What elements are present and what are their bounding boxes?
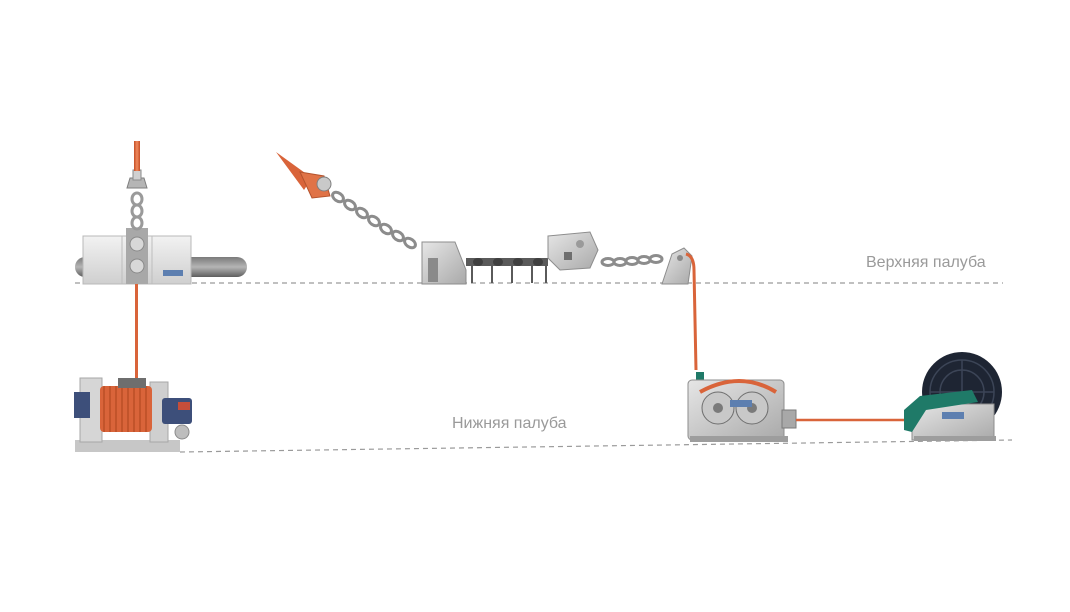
left-winch [74,377,192,452]
chain-stopper [547,231,599,271]
chain-windlass [421,241,548,285]
chain-rail [466,258,548,266]
horizontal-chain [600,254,664,267]
guide-roller [661,247,698,371]
winch-drum [100,386,152,432]
left-hoist [75,141,247,384]
reel-green-guard [904,390,978,432]
upper-deck-label: Верхняя палуба [866,254,986,271]
label-plate [942,412,964,419]
lower-deck-label: Нижняя палуба [452,415,567,432]
hoist-hook [126,177,148,189]
hoist-chain [130,191,144,231]
winch-drum-rope [699,379,778,394]
winch-motor [74,392,90,418]
storage-reel [904,352,1002,441]
lower-winch [687,372,908,442]
roller-rope [685,252,698,371]
label-plate [730,400,752,407]
hoist-rope-down [135,284,138,384]
diagonal-chain [331,190,417,250]
anchor-cone [276,152,312,190]
label-plate [163,270,183,276]
hoist-rope-top [134,141,140,171]
lower-deck-line [179,439,1013,453]
anchor-fairlead [276,152,332,199]
